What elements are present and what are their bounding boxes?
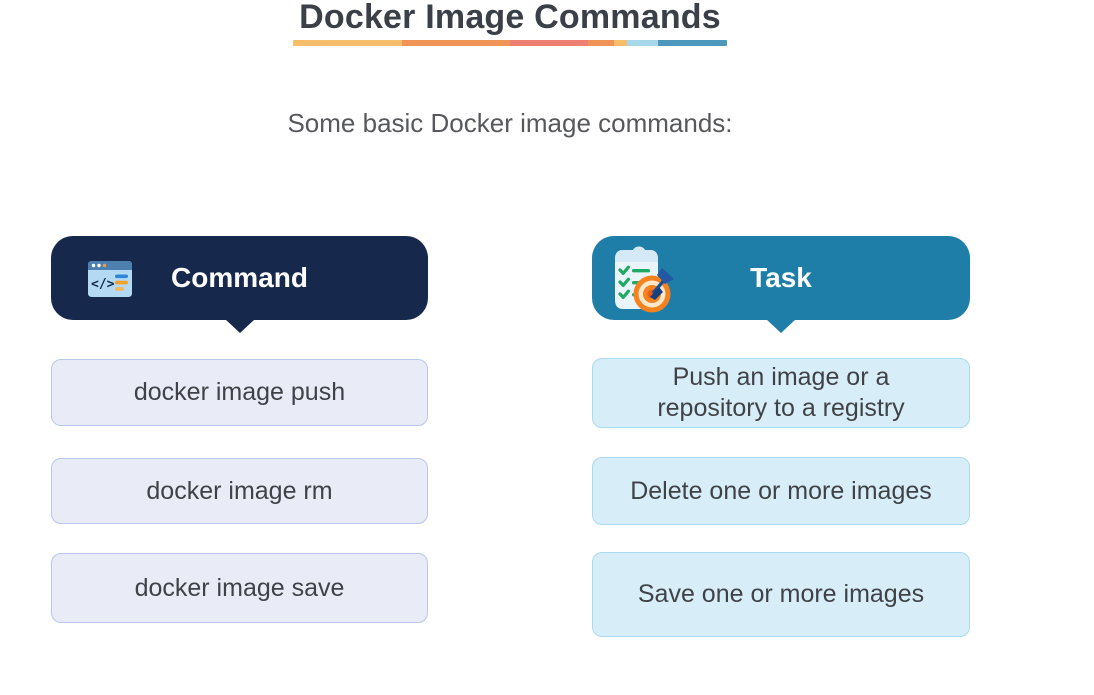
- command-header-pointer: [224, 319, 255, 333]
- code-window-icon: </>: [88, 261, 132, 302]
- title-underline: [293, 40, 727, 46]
- command-item-push: docker image push: [51, 359, 428, 426]
- task-item-delete: Delete one or more images: [592, 457, 970, 525]
- subtitle: Some basic Docker image commands:: [287, 108, 733, 138]
- command-item-rm: docker image rm: [51, 458, 428, 524]
- task-item-save: Save one or more images: [592, 552, 970, 637]
- task-header-card: Task: [592, 236, 970, 333]
- command-header-card: </> Command: [51, 236, 428, 333]
- command-header-label: Command: [171, 262, 308, 293]
- task-item-push: Push an image or a repository to a regis…: [592, 358, 970, 428]
- underline-segment: [627, 40, 658, 46]
- page-title: Docker Image Commands: [299, 0, 721, 36]
- underline-segment: [401, 40, 510, 46]
- svg-text:</>: </>: [91, 277, 115, 292]
- task-header-pointer: [766, 319, 796, 333]
- underline-segment: [510, 40, 589, 46]
- checklist-target-icon: [610, 244, 674, 319]
- underline-segment: [588, 40, 615, 46]
- command-item-save: docker image save: [51, 553, 428, 623]
- underline-segment: [657, 40, 727, 46]
- task-header-label: Task: [750, 262, 812, 293]
- underline-segment: [293, 40, 402, 46]
- underline-segment: [614, 40, 628, 46]
